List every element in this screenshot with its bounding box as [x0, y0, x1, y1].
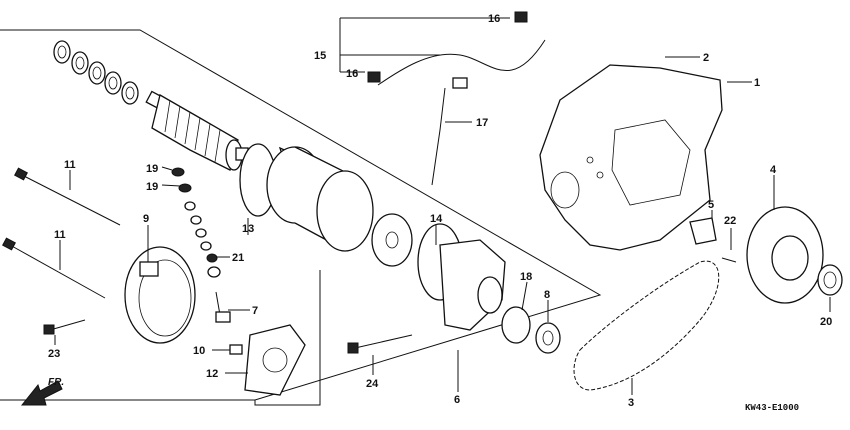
callout-1: 1 — [754, 77, 760, 89]
callout-17: 17 — [476, 117, 488, 129]
callout-8: 8 — [544, 289, 550, 301]
callout-3: 3 — [628, 397, 634, 409]
callout-6: 6 — [454, 394, 460, 406]
drive-chain — [573, 260, 720, 391]
callout-20: 20 — [820, 316, 832, 328]
callout-15: 15 — [314, 50, 326, 62]
callout-19-lower: 19 — [146, 181, 158, 193]
callout-18: 18 — [520, 271, 532, 283]
yoke-housing — [239, 143, 374, 252]
bracket — [689, 217, 717, 245]
diagram-code: KW43-E1000 — [745, 403, 799, 413]
direction-label: FR. — [48, 377, 64, 388]
drive-sprocket — [535, 322, 561, 354]
callout-11-lower: 11 — [54, 229, 66, 241]
nuts-washers — [171, 167, 221, 278]
callout-19-upper: 19 — [146, 163, 158, 175]
starter-cable — [367, 11, 546, 186]
leader-lines — [54, 17, 831, 395]
callout-5: 5 — [708, 199, 714, 211]
callout-21: 21 — [232, 252, 244, 264]
callout-4: 4 — [770, 164, 777, 176]
callout-labels: 1 2 3 4 5 6 7 8 9 10 11 11 12 13 14 15 1… — [48, 13, 832, 409]
callout-13: 13 — [242, 223, 254, 235]
brush-assembly — [215, 291, 306, 396]
front-cover — [371, 213, 531, 344]
crankcase-cover — [539, 64, 723, 251]
callout-7: 7 — [252, 305, 258, 317]
callout-23: 23 — [48, 348, 60, 360]
callout-12: 12 — [206, 368, 218, 380]
front-direction-arrow: FR. — [20, 377, 64, 406]
driven-sprocket — [721, 206, 843, 304]
mounting-bolts — [43, 319, 413, 354]
callout-10: 10 — [193, 345, 205, 357]
callout-16-lower: 16 — [346, 68, 358, 80]
callout-16-top: 16 — [488, 13, 500, 25]
callout-2: 2 — [703, 52, 709, 64]
starter-group-frame — [0, 29, 602, 406]
callout-11-upper: 11 — [64, 159, 76, 171]
shim-washers — [53, 40, 139, 105]
callout-24: 24 — [366, 378, 379, 390]
callout-9: 9 — [143, 213, 149, 225]
armature — [145, 90, 249, 171]
callout-22: 22 — [724, 215, 736, 227]
rear-cover — [124, 246, 196, 344]
callout-14: 14 — [430, 213, 443, 225]
through-bolts — [2, 167, 121, 299]
